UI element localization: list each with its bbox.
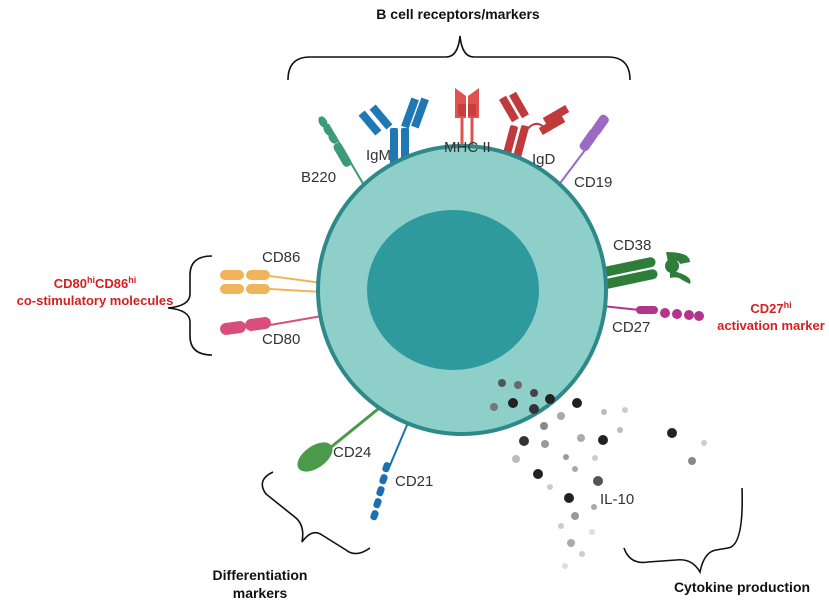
il10-label: IL-10 (600, 491, 634, 508)
cd21-receptor (370, 417, 411, 521)
left-bracket (167, 255, 213, 356)
igd-label: IgD (532, 151, 556, 168)
nucleus (367, 210, 539, 370)
activation-title: CD27hi (750, 300, 791, 316)
cd24-label: CD24 (333, 444, 371, 461)
activation-subtitle: activation marker (717, 318, 825, 333)
cd38-receptor (600, 252, 691, 289)
cd27-label: CD27 (612, 319, 650, 336)
bottom-left-bracket (261, 471, 371, 555)
top-bracket (287, 35, 631, 81)
differentiation-heading-line2: markers (233, 585, 288, 601)
b220-label: B220 (301, 169, 336, 186)
cytokine-heading: Cytokine production (674, 579, 810, 595)
costim-b-sup: hi (128, 275, 136, 285)
cd80-label: CD80 (262, 331, 300, 348)
costim-b: CD86 (95, 276, 128, 291)
costim-title: CD80hiCD86hi (54, 275, 137, 291)
il10-cytokines (490, 379, 707, 569)
cd19-label: CD19 (574, 174, 612, 191)
mhc2-label: MHC II (444, 139, 491, 156)
bottom-right-bracket (623, 487, 744, 575)
igm-label: IgM (366, 147, 391, 164)
cd86-receptor (220, 270, 323, 294)
cd21-label: CD21 (395, 473, 433, 490)
costim-subtitle: co-stimulatory molecules (17, 293, 174, 308)
cd80-receptor (220, 315, 323, 335)
cd27-receptor (601, 305, 704, 321)
cd24-receptor (297, 403, 384, 472)
costim-a-sup: hi (87, 275, 95, 285)
activation-a-sup: hi (784, 300, 792, 310)
activation-a: CD27 (750, 301, 783, 316)
costim-a: CD80 (54, 276, 87, 291)
top-heading: B cell receptors/markers (376, 6, 540, 22)
differentiation-heading-line1: Differentiation (213, 567, 308, 583)
cd86-label: CD86 (262, 249, 300, 266)
b220-receptor (318, 116, 369, 193)
cd38-label: CD38 (613, 237, 651, 254)
